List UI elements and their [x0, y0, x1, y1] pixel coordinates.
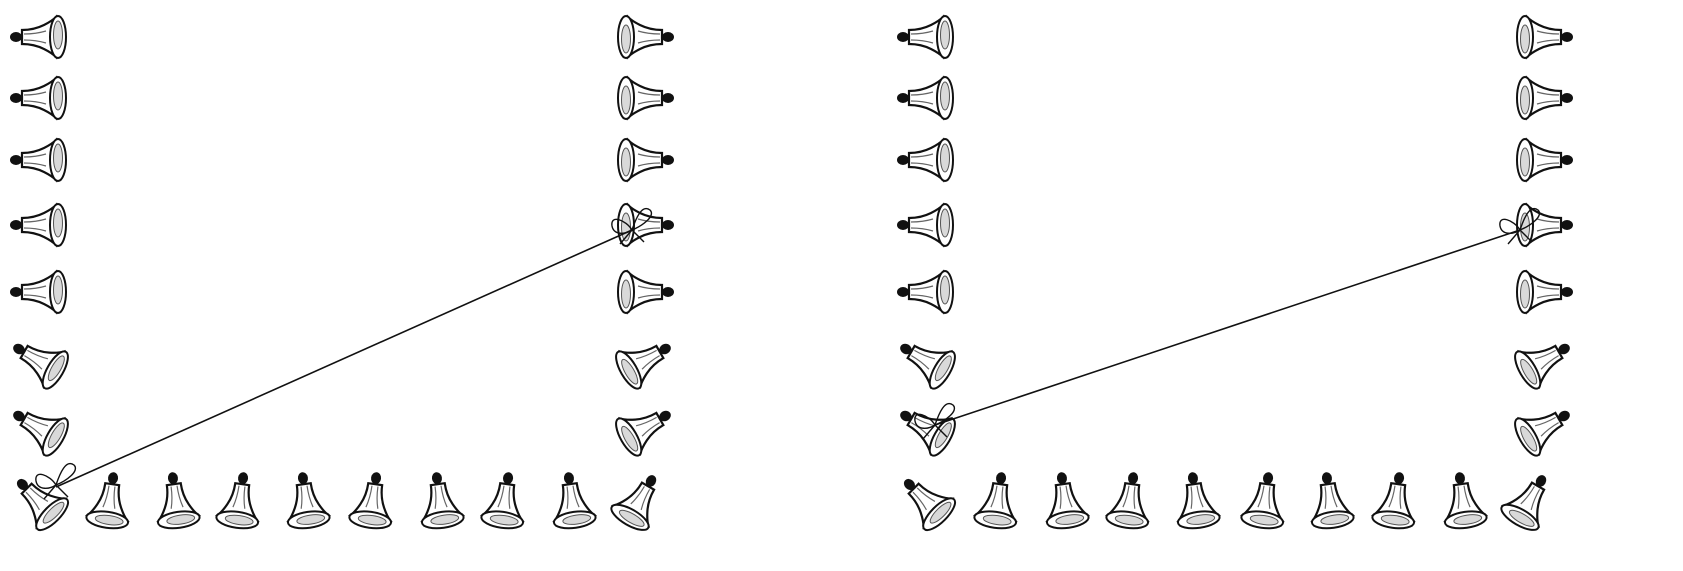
bottom-row-bell-4: [1105, 469, 1154, 530]
right-column-bell-6: [1510, 328, 1579, 392]
right-column-bell-5: [1517, 271, 1573, 313]
bottom-row-bell-1: [890, 465, 959, 534]
bottom-row-bell-8: [480, 469, 529, 530]
bottom-row-bell-9: [547, 469, 596, 530]
left-column-bell-1: [10, 16, 66, 58]
left-column-bell-3: [897, 139, 953, 181]
bottom-row-bell-8: [1371, 469, 1420, 530]
bottom-row-bell-2: [85, 469, 134, 530]
left-column-bell-5: [897, 271, 953, 313]
left-column-bell-4: [897, 204, 953, 246]
bottom-row-bell-5: [281, 469, 330, 530]
right-column-bell-3: [618, 139, 674, 181]
right-column-bell-2: [618, 77, 674, 119]
bottom-row-bell-6: [348, 469, 397, 530]
bottom-row-bell-10: [1498, 465, 1562, 534]
left-column-bell-2: [897, 77, 953, 119]
left-column-bell-6: [3, 328, 72, 392]
bottom-row-bell-1: [3, 465, 72, 534]
right-column-bell-1: [1517, 16, 1573, 58]
bottom-row-bell-7: [1305, 469, 1354, 530]
right-column-bell-4: [618, 204, 674, 246]
left-column-bell-7: [3, 395, 72, 459]
bottom-row-bell-10: [608, 465, 672, 534]
right-column-bell-1: [618, 16, 674, 58]
bottom-row-bell-5: [1171, 469, 1220, 530]
bottom-row-bell-3: [151, 469, 200, 530]
bottom-row-bell-7: [415, 469, 464, 530]
bottom-row-bell-3: [1040, 469, 1089, 530]
left-column-bell-1: [897, 16, 953, 58]
right-column-bell-4: [1517, 204, 1573, 246]
bottom-row-bell-6: [1240, 469, 1289, 530]
right-column-bell-3: [1517, 139, 1573, 181]
bottom-row-bell-9: [1438, 469, 1487, 530]
left-column-bell-7: [890, 395, 959, 459]
right-column-bell-7: [611, 395, 680, 459]
string-right-panel: [935, 230, 1520, 425]
left-column-bell-6: [890, 328, 959, 392]
right-column-bell-2: [1517, 77, 1573, 119]
bottom-row-bell-2: [973, 469, 1022, 530]
string-left-panel: [56, 230, 632, 487]
left-column-bell-2: [10, 77, 66, 119]
bottom-row-bell-4: [215, 469, 264, 530]
right-column-bell-6: [611, 328, 680, 392]
right-column-bell-5: [618, 271, 674, 313]
left-column-bell-3: [10, 139, 66, 181]
left-column-bell-4: [10, 204, 66, 246]
right-column-bell-7: [1510, 395, 1579, 459]
left-column-bell-5: [10, 271, 66, 313]
